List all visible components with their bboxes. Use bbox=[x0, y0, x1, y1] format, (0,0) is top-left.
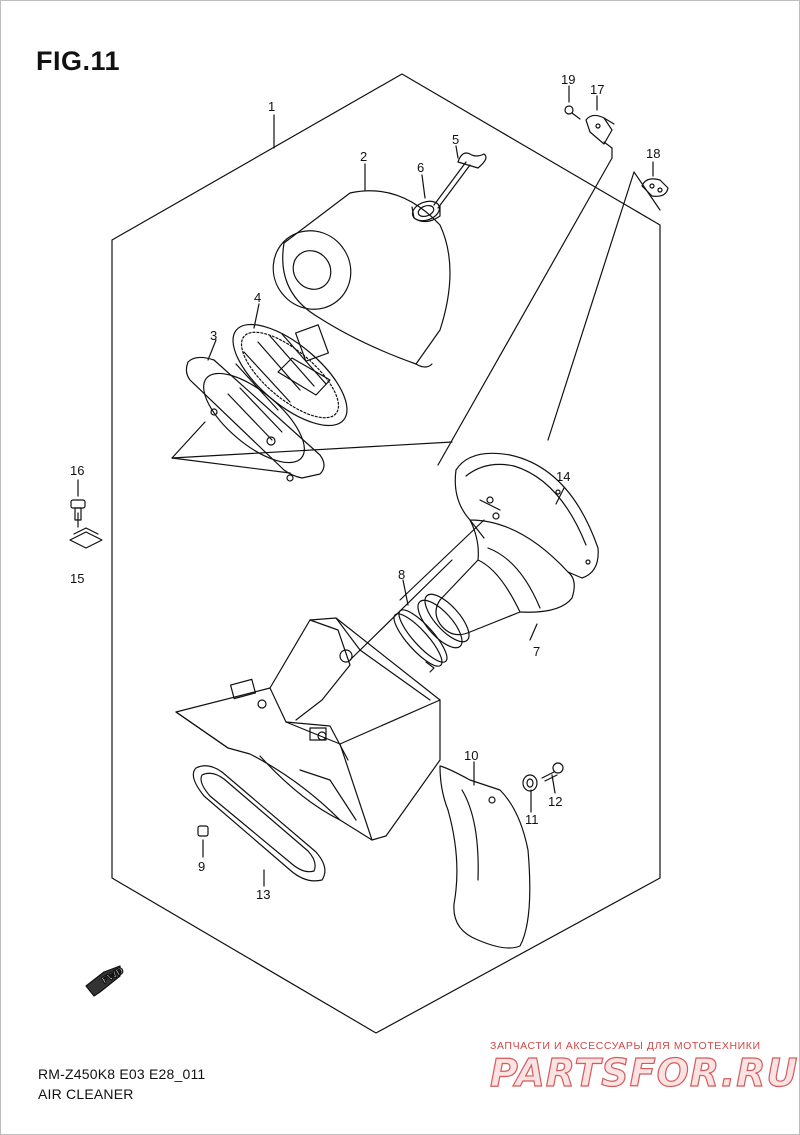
callout-18: 18 bbox=[646, 146, 660, 161]
watermark-tagline: ЗАПЧАСТИ И АКСЕССУАРЫ ДЛЯ МОТОТЕХНИКИ bbox=[490, 1040, 761, 1052]
watermark-logo: PARTSFOR.RU bbox=[489, 1050, 799, 1095]
callout-13: 13 bbox=[256, 887, 270, 902]
part-17-bracket bbox=[585, 114, 615, 145]
part-8-clamp bbox=[393, 609, 448, 673]
part-18-plate bbox=[641, 178, 669, 197]
model-code: RM-Z450K8 E03 E28_011 bbox=[38, 1066, 206, 1082]
part-13-gasket bbox=[192, 765, 326, 882]
callout-12: 12 bbox=[548, 794, 562, 809]
part-19-screw bbox=[564, 105, 581, 120]
callout-7: 7 bbox=[533, 644, 540, 659]
part-7-intake-duct bbox=[435, 519, 575, 636]
callout-numbers: 1 2 3 4 5 6 7 8 9 10 11 12 13 14 15 16 1… bbox=[70, 72, 660, 902]
callout-5: 5 bbox=[452, 132, 459, 147]
callout-14: 14 bbox=[556, 469, 570, 484]
callout-1: 1 bbox=[268, 99, 275, 114]
part-7-duct-neck bbox=[417, 593, 470, 649]
assembly-outline bbox=[111, 73, 661, 1034]
part-3-holder-plate bbox=[185, 356, 325, 482]
part-9-grommet bbox=[197, 825, 209, 837]
callout-16: 16 bbox=[70, 463, 84, 478]
callout-11: 11 bbox=[525, 812, 539, 827]
part-5-wing-bolt bbox=[433, 152, 487, 209]
leader-lines bbox=[77, 85, 661, 887]
part-11-nut bbox=[522, 774, 538, 792]
part-10-mud-guard bbox=[439, 765, 531, 949]
section-name: AIR CLEANER bbox=[38, 1086, 134, 1102]
part-12-screw bbox=[541, 762, 564, 782]
callout-8: 8 bbox=[398, 567, 405, 582]
figure-title: FIG.11 bbox=[36, 46, 121, 76]
callout-6: 6 bbox=[417, 160, 424, 175]
part-4-filter-cage bbox=[232, 323, 348, 427]
callout-4: 4 bbox=[254, 290, 261, 305]
callout-15: 15 bbox=[70, 571, 84, 586]
callout-19: 19 bbox=[561, 72, 575, 87]
fwd-direction-arrow: FWD bbox=[85, 965, 126, 997]
part-16-bolt bbox=[70, 499, 86, 521]
callout-2: 2 bbox=[360, 149, 367, 164]
air-box-body bbox=[175, 617, 441, 841]
callout-17: 17 bbox=[590, 82, 604, 97]
callout-3: 3 bbox=[210, 328, 217, 343]
part-15-clip-nut bbox=[69, 527, 103, 549]
callout-10: 10 bbox=[464, 748, 478, 763]
callout-9: 9 bbox=[198, 859, 205, 874]
part-14-rear-boot-flange bbox=[454, 452, 599, 579]
part-2-filter-element bbox=[272, 190, 451, 368]
part-6-collar bbox=[411, 200, 441, 223]
